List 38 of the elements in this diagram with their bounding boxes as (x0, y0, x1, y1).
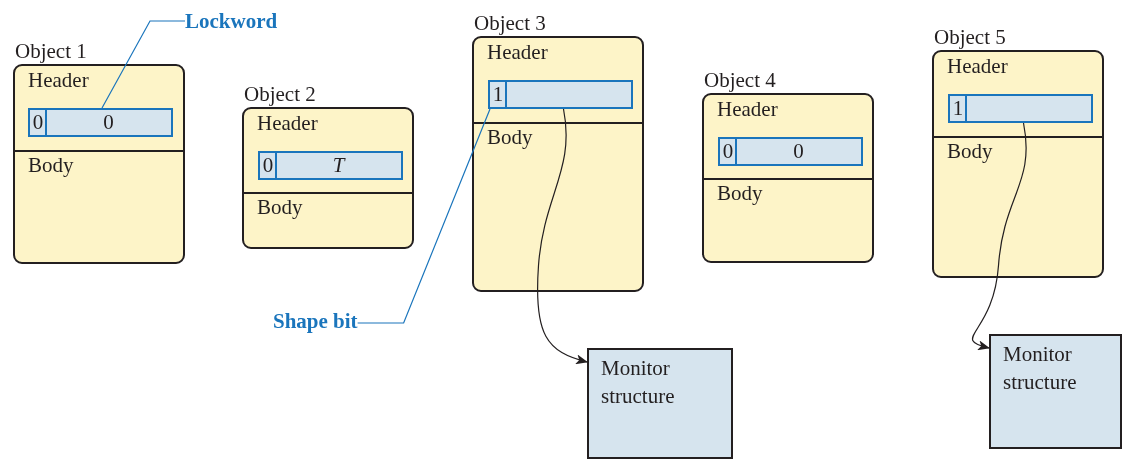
lockword-field (258, 151, 403, 180)
lockword-value: 0 (102, 110, 115, 135)
monitor-structure-box (989, 334, 1122, 449)
monitor-label: Monitor structure (1003, 342, 1077, 394)
monitor-structure-box (587, 348, 733, 459)
bit-value: 1 (952, 96, 964, 120)
body-label: Body (947, 139, 993, 163)
monitor-label: Monitor structure (601, 356, 675, 408)
lockword-field (28, 108, 173, 137)
body-label: Body (487, 125, 533, 149)
object-label: Object 4 (704, 68, 776, 92)
header-label: Header (257, 111, 318, 135)
lockword-value: T (331, 153, 347, 178)
lockword-value: 0 (792, 139, 805, 164)
lockword-field (948, 94, 1093, 123)
bit-value: 0 (722, 139, 734, 163)
lockword-field (718, 137, 863, 166)
body-label: Body (717, 181, 763, 205)
bit-value: 1 (492, 82, 504, 106)
arrow (971, 122, 1027, 350)
object-label: Object 3 (474, 11, 546, 35)
bit-value: 0 (32, 110, 44, 134)
header-label: Header (28, 68, 89, 92)
object-label: Object 5 (934, 25, 1006, 49)
object-label: Object 1 (15, 39, 87, 63)
header-label: Header (717, 97, 778, 121)
body-label: Body (257, 195, 303, 219)
arrow (537, 108, 588, 364)
callout-label: Shape bit (273, 308, 358, 334)
header-label: Header (947, 54, 1008, 78)
object-label: Object 2 (244, 82, 316, 106)
bit-value: 0 (262, 153, 274, 177)
leader-line (357, 108, 491, 324)
lockword-field (488, 80, 633, 109)
header-label: Header (487, 40, 548, 64)
leader-line (101, 20, 186, 109)
callout-label: Lockword (185, 8, 278, 34)
body-label: Body (28, 153, 74, 177)
